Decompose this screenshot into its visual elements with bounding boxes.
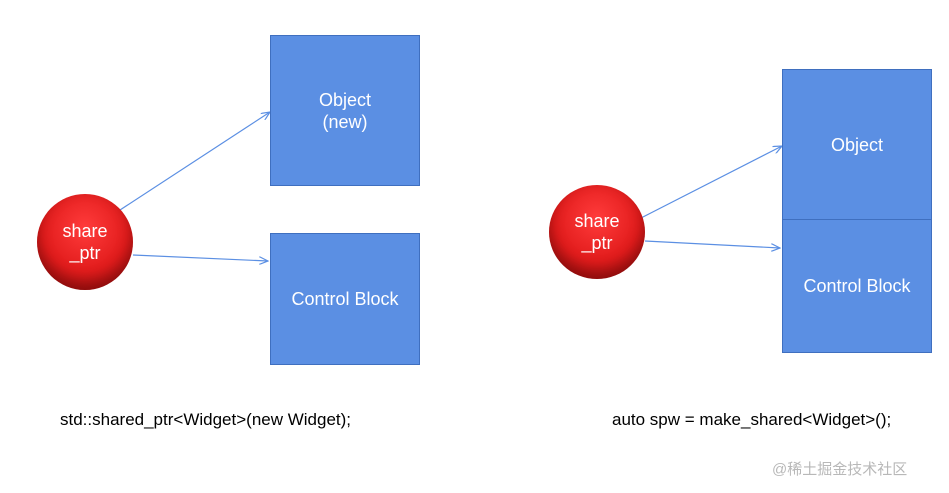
right-arrow-to-control-block <box>644 240 780 248</box>
right-object-label: Object <box>830 134 884 155</box>
left-control-block-box: Control Block <box>270 233 420 365</box>
right-shared-ptr-label-line2: _ptr <box>581 233 613 253</box>
left-shared-ptr-node: share _ptr <box>37 194 133 290</box>
watermark: @稀土掘金技术社区 <box>772 461 908 478</box>
right-arrow-to-object <box>640 146 782 219</box>
right-control-block-label: Control Block <box>803 276 911 296</box>
right-control-block-section: Control Block <box>782 219 932 353</box>
left-control-block-label: Control Block <box>291 289 399 309</box>
right-object-section: Object <box>782 69 932 220</box>
left-object-label-line1: Object <box>318 89 372 110</box>
left-shared-ptr-label-line1: share <box>62 221 108 241</box>
right-shared-ptr-label-line1: share <box>574 211 620 231</box>
right-code-caption: auto spw = make_shared<Widget>(); <box>612 410 892 429</box>
left-code-caption: std::shared_ptr<Widget>(new Widget); <box>60 410 352 429</box>
left-object-box: Object (new) <box>270 35 420 186</box>
left-arrow-to-object <box>119 112 270 211</box>
left-arrow-to-control-block <box>132 254 268 261</box>
left-shared-ptr-label-line2: _ptr <box>69 243 101 263</box>
right-shared-ptr-node: share _ptr <box>549 185 645 279</box>
left-object-label-line2: (new) <box>322 111 368 132</box>
